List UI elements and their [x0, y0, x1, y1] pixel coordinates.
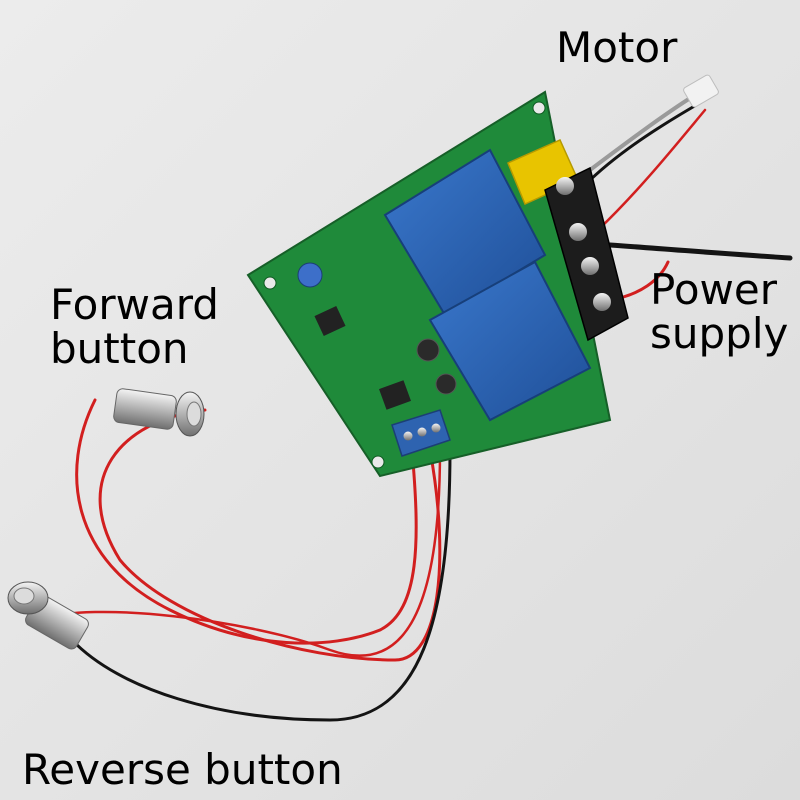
motor-black-wire — [583, 98, 707, 187]
motor-label: Motor — [556, 23, 678, 72]
reverse-button-label: Reverse button — [22, 745, 343, 794]
forward-button-label-line2: button — [50, 324, 189, 373]
blue-terminal-screw — [417, 427, 427, 437]
reverse-black-wire — [70, 448, 452, 722]
blue-terminal-screw — [403, 431, 413, 441]
ic-chip — [314, 305, 346, 337]
button-wires — [38, 398, 452, 722]
reverse-red-wire — [38, 448, 442, 657]
power-black-wire — [607, 242, 793, 261]
terminal-screw — [569, 223, 587, 241]
terminal-screw — [593, 293, 611, 311]
motor-connector — [683, 74, 719, 108]
power-supply-label: Power supply — [650, 268, 788, 356]
mount-hole — [532, 101, 546, 115]
electrolytic-capacitor — [435, 373, 457, 395]
ic-chip — [379, 380, 411, 410]
terminal-screw — [556, 177, 574, 195]
electrolytic-capacitor — [416, 338, 440, 362]
relay-1 — [383, 148, 547, 317]
mount-hole — [263, 276, 277, 290]
mount-hole — [371, 455, 385, 469]
motor-red-wire — [596, 108, 707, 232]
relay-board — [246, 90, 629, 478]
power-supply-label-line1: Power — [650, 265, 777, 314]
forward-button — [113, 388, 205, 437]
forward-button-label-line1: Forward — [50, 280, 219, 329]
forward-button-cap — [186, 401, 202, 427]
reverse-button — [7, 581, 89, 650]
forward-red-wire-2 — [98, 408, 442, 662]
power-supply-label-line2: supply — [650, 309, 789, 358]
potentiometer — [297, 262, 323, 288]
forward-button-label: Forward button — [50, 283, 219, 371]
reverse-button-cap — [13, 587, 35, 605]
terminal-screw — [581, 257, 599, 275]
blue-terminal-screw — [431, 423, 441, 433]
forward-button-body — [113, 388, 177, 430]
relay-2 — [428, 260, 592, 422]
